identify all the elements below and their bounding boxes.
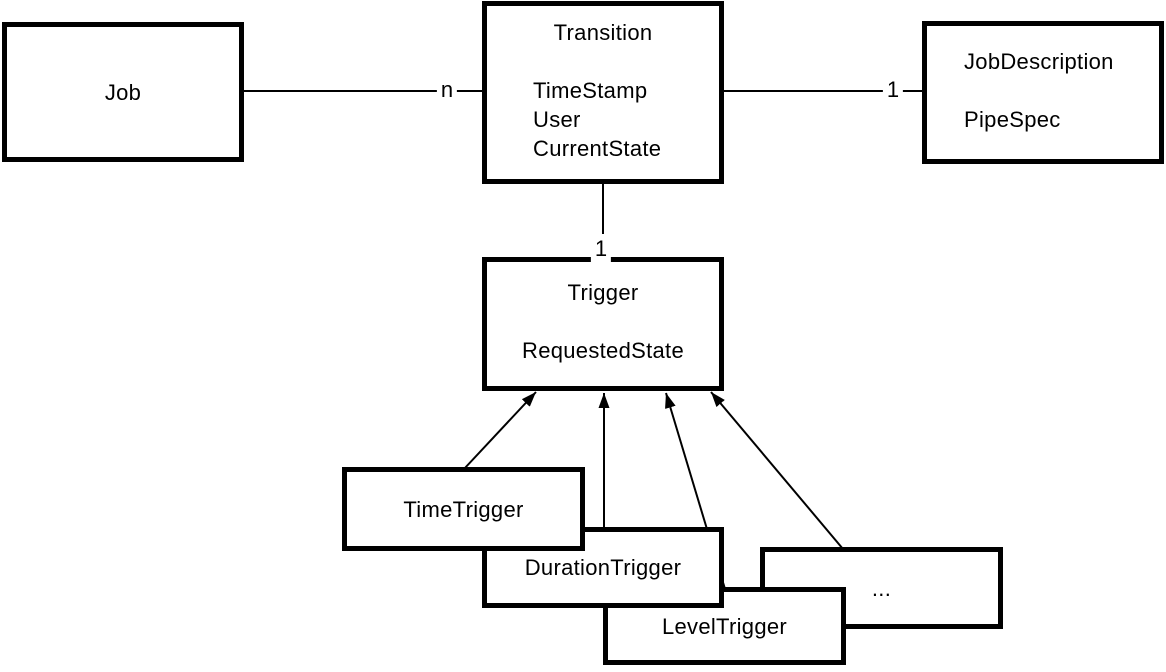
spacer [487, 307, 719, 336]
generalization-arrow-ellipsis-trigger [710, 391, 844, 550]
class-attribute-pipespec: PipeSpec [964, 107, 1061, 132]
class-box-ellipsis: ... [760, 547, 1003, 629]
class-box-durationtrigger: DurationTrigger [482, 527, 724, 608]
class-box-timetrigger: TimeTrigger [342, 467, 585, 551]
class-title-leveltrigger: LevelTrigger [661, 613, 788, 639]
class-box-transition: Transition TimeStamp User CurrentState [482, 1, 724, 184]
class-title-ellipsis: ... [871, 575, 892, 601]
class-attribute-user: User [533, 107, 581, 132]
class-title-durationtrigger: DurationTrigger [524, 555, 682, 580]
spacer [487, 47, 719, 76]
class-title-trigger: Trigger [567, 280, 639, 305]
class-attribute-requestedstate: RequestedState [522, 338, 684, 363]
multiplicity-label-1-jobdescription: 1 [882, 76, 904, 104]
class-box-trigger: Trigger RequestedState [482, 257, 724, 391]
class-title-transition: Transition [553, 20, 653, 45]
multiplicity-label-n: n [436, 76, 458, 104]
spacer [927, 76, 1159, 105]
class-attribute-currentstate: CurrentState [533, 136, 662, 161]
multiplicity-label-1-trigger: 1 [590, 234, 612, 264]
class-title-job: Job [104, 79, 142, 105]
class-attribute-timestamp: TimeStamp [533, 78, 648, 103]
generalization-arrow-timetrigger-trigger [463, 391, 537, 470]
class-box-job: Job [2, 22, 244, 162]
class-title-timetrigger: TimeTrigger [403, 496, 524, 522]
class-title-jobdescription: JobDescription [964, 49, 1114, 74]
class-box-jobdescription: JobDescription PipeSpec [922, 21, 1164, 164]
